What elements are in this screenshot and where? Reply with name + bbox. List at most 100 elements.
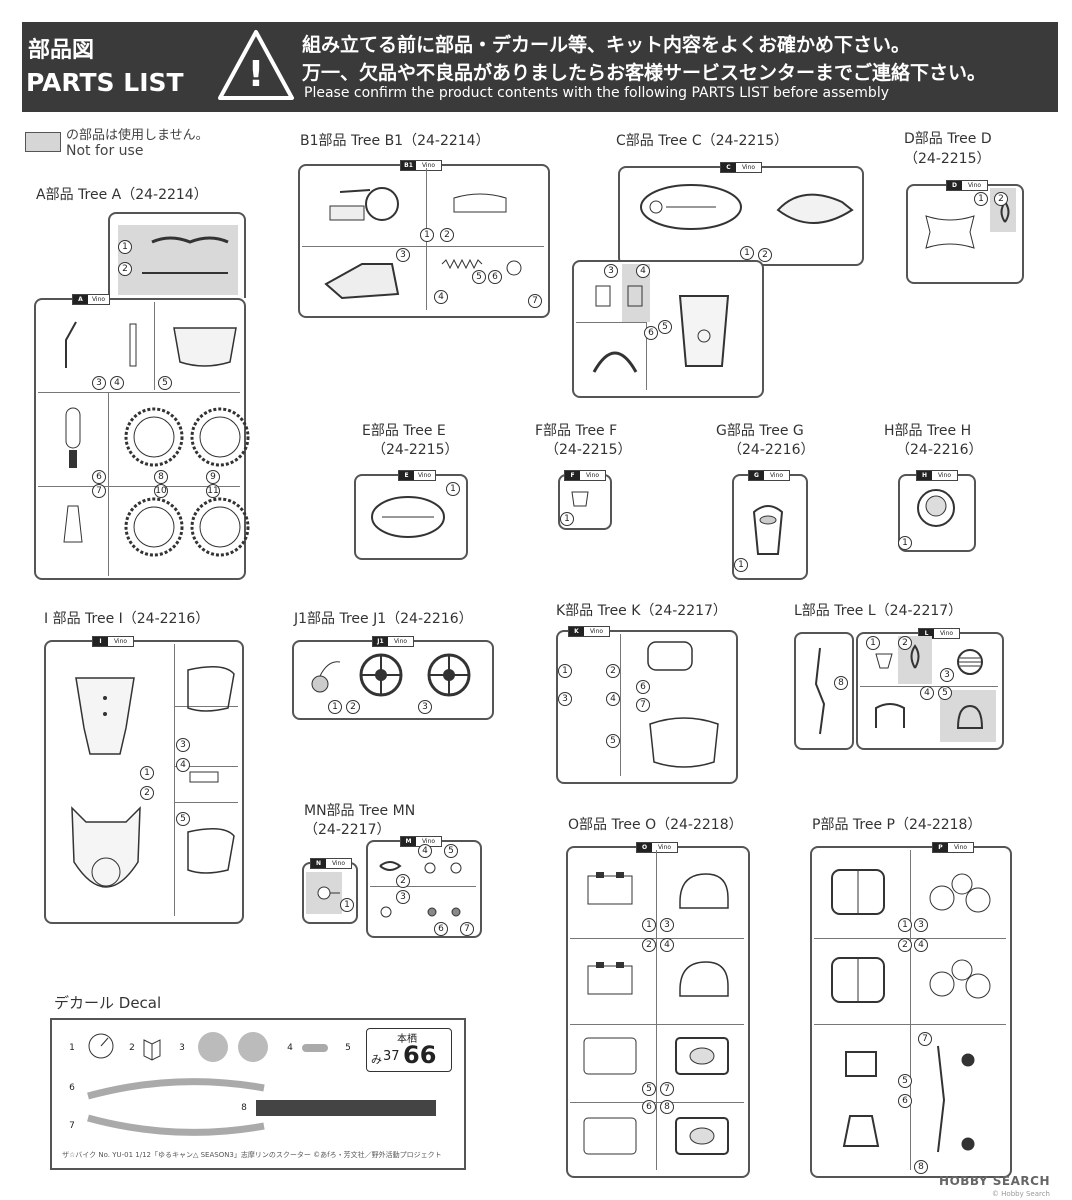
tree-o-label: O部品 Tree O（24-2218） xyxy=(568,817,743,833)
wheel-part xyxy=(359,653,403,697)
cup-part xyxy=(875,653,893,669)
decal-number: 6 xyxy=(66,1082,78,1094)
part-number: 2 xyxy=(898,636,912,650)
front-cowl-part xyxy=(71,806,141,888)
watermark: HOBBY SEARCH xyxy=(939,1174,1050,1188)
part-number: 6 xyxy=(644,326,658,340)
part-number: 8 xyxy=(914,1160,928,1174)
loop-part xyxy=(910,644,920,669)
lamp-part xyxy=(63,505,83,543)
lens-part xyxy=(317,886,340,900)
handlebar-part xyxy=(151,236,229,244)
part-number: 5 xyxy=(938,686,952,700)
part-number: 1 xyxy=(734,558,748,572)
bolt-parts xyxy=(427,907,461,917)
warning-icon: ! xyxy=(218,30,294,100)
mirror-part xyxy=(311,661,341,693)
knob-parts xyxy=(424,862,462,874)
part-number: 8 xyxy=(660,1100,674,1114)
part-number: 2 xyxy=(118,262,132,276)
part-number: 2 xyxy=(396,874,410,888)
wheel-part xyxy=(427,653,471,697)
tire-part xyxy=(190,407,250,467)
small-part xyxy=(571,491,589,507)
tree-l-label: L部品 Tree L（24-2217） xyxy=(794,603,963,619)
tree-g-label: G部品 Tree G xyxy=(716,423,804,439)
decal-number: 2 xyxy=(126,1042,138,1054)
plate-prefix: み xyxy=(371,1053,382,1066)
bag-part xyxy=(842,1115,880,1147)
tree-g-code: （24-2216） xyxy=(728,442,815,458)
black-strip-decal xyxy=(256,1100,436,1116)
plate-small-digits: 37 xyxy=(383,1049,400,1064)
speedometer-decal xyxy=(88,1033,114,1059)
goggle-part xyxy=(587,872,633,905)
decal-sheet: 1 2 3 4 5 本栖 み 37 66 6 7 8 ザ☆バイク No. YU-… xyxy=(50,1018,466,1170)
box-part xyxy=(583,1117,637,1155)
tree-mn-label: MN部品 Tree MN xyxy=(304,803,416,819)
tree-h-code: （24-2216） xyxy=(896,442,983,458)
part-number: 4 xyxy=(636,264,650,278)
copyright: © Hobby Search xyxy=(991,1190,1050,1198)
small-bracket-part xyxy=(189,771,219,783)
tree-a-label: A部品 Tree A（24-2214） xyxy=(36,187,208,203)
strip-decal xyxy=(302,1044,328,1052)
bracket-part xyxy=(65,321,77,368)
stripe-decal xyxy=(87,1078,265,1100)
part-number: 4 xyxy=(434,290,448,304)
engine-part xyxy=(329,187,399,221)
ring-part xyxy=(380,906,392,918)
part-number: 8 xyxy=(154,470,168,484)
cowl-part xyxy=(173,327,237,367)
decal-number: 8 xyxy=(238,1102,250,1114)
title-en: PARTS LIST xyxy=(26,68,184,97)
stand-part xyxy=(937,1045,975,1153)
tree-k-label: K部品 Tree K（24-2217） xyxy=(556,603,727,619)
part-number: 6 xyxy=(636,680,650,694)
part-number: 5 xyxy=(898,1074,912,1088)
part-number: 5 xyxy=(658,320,672,334)
plate-region: 本栖 xyxy=(397,1034,417,1045)
panel-parts xyxy=(595,285,643,307)
tree-mn-code: （24-2217） xyxy=(304,822,391,838)
part-number: 3 xyxy=(418,700,432,714)
decal-credit: ザ☆バイク No. YU-01 1/12「ゆるキャン△ SEASON3」志摩リン… xyxy=(62,1151,442,1159)
tree-f-code: （24-2215） xyxy=(545,442,632,458)
wheels-part xyxy=(929,873,991,913)
leg-shield-part xyxy=(75,677,135,755)
part-number: 6 xyxy=(642,1100,656,1114)
part-number: 6 xyxy=(434,922,448,936)
grille-part xyxy=(957,649,983,675)
mat-part xyxy=(925,215,975,249)
round-decal xyxy=(238,1032,268,1062)
tree-i-label: I 部品 Tree I（24-2216） xyxy=(44,611,210,627)
tire-part xyxy=(190,497,250,557)
warning-glyph: ! xyxy=(248,54,264,95)
decal-number: 7 xyxy=(66,1120,78,1132)
not-for-use-area xyxy=(118,225,238,295)
part-number: 5 xyxy=(606,734,620,748)
tire-part xyxy=(124,497,184,557)
tree-c-label: C部品 Tree C（24-2215） xyxy=(616,133,789,149)
decal-number: 3 xyxy=(176,1042,188,1054)
headlight-cover-part xyxy=(371,496,445,538)
clip-part xyxy=(379,861,402,871)
basket-part xyxy=(831,869,885,915)
tree-e-code: （24-2215） xyxy=(372,442,459,458)
part-number: 10 xyxy=(154,484,168,498)
headlight-part xyxy=(917,489,955,527)
title-jp: 部品図 xyxy=(28,38,95,63)
part-number: 3 xyxy=(558,692,572,706)
part-number: 7 xyxy=(660,1082,674,1096)
tree-d-label: D部品 Tree D xyxy=(904,131,992,147)
